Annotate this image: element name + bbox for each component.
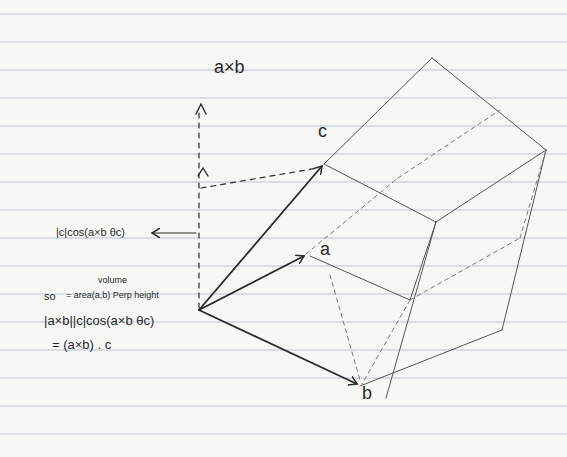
vector-label: a×b	[214, 58, 245, 78]
formula-note: = area(a,b) Perp height	[66, 291, 159, 301]
vector-label: c	[318, 122, 327, 142]
vector-label: b	[362, 384, 372, 404]
formula-note: |a×b||c|cos(a×b θc)	[44, 314, 154, 328]
formula-note: so	[44, 290, 56, 302]
vector-label: a	[320, 240, 330, 260]
projection-note: |c|cos(a×b θc)	[56, 226, 125, 238]
formula-note: volume	[98, 276, 127, 286]
formula-note: = (a×b) . c	[52, 338, 111, 352]
